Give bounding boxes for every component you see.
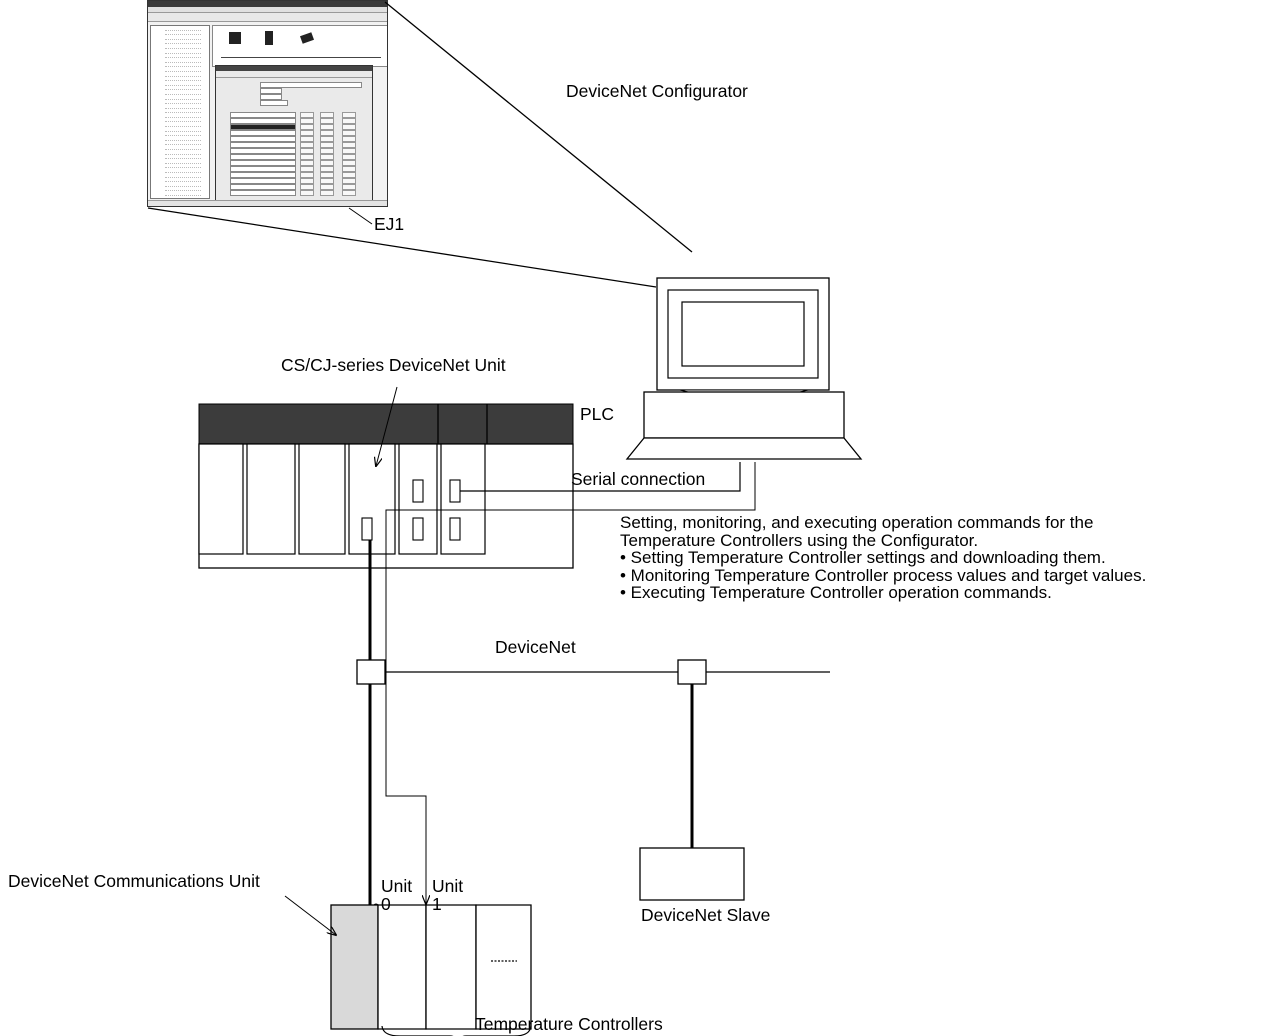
unit-0 xyxy=(377,904,427,1030)
description-bullet: • Executing Temperature Controller opera… xyxy=(620,583,1052,602)
configurator-screenshot xyxy=(147,0,388,207)
unit0-label-line2: 0 xyxy=(381,894,391,914)
ej1-label: EJ1 xyxy=(374,214,405,234)
operations-description: Setting, monitoring, and executing opera… xyxy=(620,514,1146,602)
network-line xyxy=(221,57,381,58)
unit-1 xyxy=(425,904,477,1030)
temperature-controller-block xyxy=(330,903,532,1030)
serial-cable xyxy=(385,462,756,577)
unit1-label-line2: 1 xyxy=(432,894,442,914)
screenshot-toolbar xyxy=(148,13,387,22)
description-line: Setting, monitoring, and executing opera… xyxy=(620,513,1094,532)
computer-icon xyxy=(625,277,863,460)
temp-controllers-label: Temperature Controllers xyxy=(475,1014,663,1034)
serial-connection-label: Serial connection xyxy=(571,469,706,489)
plc-label: PLC xyxy=(580,404,615,424)
screenshot-statusbar xyxy=(148,200,387,206)
serial-cable xyxy=(460,462,741,492)
screenshot-link-line xyxy=(147,207,657,288)
unit1-label-line1: Unit xyxy=(432,876,464,896)
screenshot-link-line xyxy=(384,1,693,253)
devicenet-unit-pointer xyxy=(376,386,398,466)
unit-more xyxy=(475,904,532,1030)
device-icon xyxy=(265,31,273,45)
devicenet-unit-label: CS/CJ-series DeviceNet Unit xyxy=(281,355,506,375)
devicenet-label: DeviceNet xyxy=(495,637,576,657)
devicenet-comm-unit xyxy=(330,904,379,1030)
tap-connector xyxy=(356,659,386,685)
comm-unit-label: DeviceNet Communications Unit xyxy=(8,871,260,891)
devicenet-slave xyxy=(639,847,745,901)
description-line: Temperature Controllers using the Config… xyxy=(620,530,979,550)
screenshot-parameter-dialog xyxy=(215,65,373,206)
comm-unit-pointer xyxy=(284,895,336,935)
configurator-label: DeviceNet Configurator xyxy=(566,81,748,101)
description-bullet: • Monitoring Temperature Controller proc… xyxy=(620,565,1147,585)
ej1-pointer xyxy=(348,207,373,225)
screenshot-menubar xyxy=(148,7,387,13)
device-icon xyxy=(229,32,241,44)
screenshot-network-canvas xyxy=(212,25,387,67)
description-bullet: • Setting Temperature Controller setting… xyxy=(620,548,1106,567)
tap-connector xyxy=(677,659,707,685)
unit0-label-line1: Unit xyxy=(381,876,413,896)
brace xyxy=(381,1025,532,1036)
screenshot-titlebar xyxy=(148,1,387,7)
configurator-route-arrow xyxy=(385,577,426,904)
devicenet-slave-label: DeviceNet Slave xyxy=(641,905,771,925)
plc-rack xyxy=(198,403,574,569)
